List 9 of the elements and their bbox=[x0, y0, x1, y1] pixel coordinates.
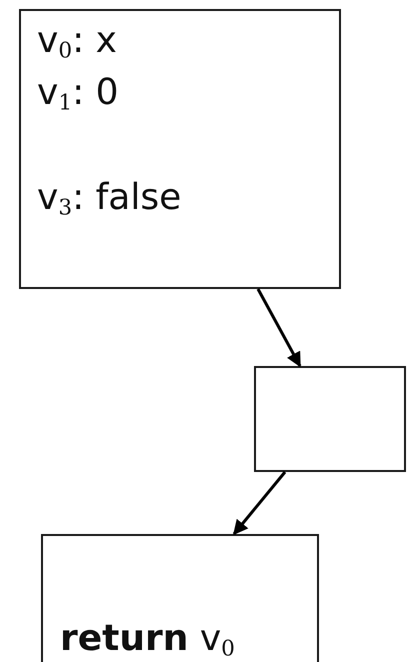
node-text: v$_{1}$: 0 bbox=[37, 71, 119, 118]
node-text: v$_{3}$: false bbox=[37, 176, 182, 222]
empty-box bbox=[254, 366, 406, 472]
arrow bbox=[232, 471, 286, 536]
node-text: v$_{0}$: x bbox=[37, 19, 117, 66]
process-box bbox=[19, 9, 341, 289]
process-box bbox=[41, 534, 319, 662]
node-text: return v$_{0}$ bbox=[60, 617, 235, 662]
arrow bbox=[256, 288, 302, 368]
